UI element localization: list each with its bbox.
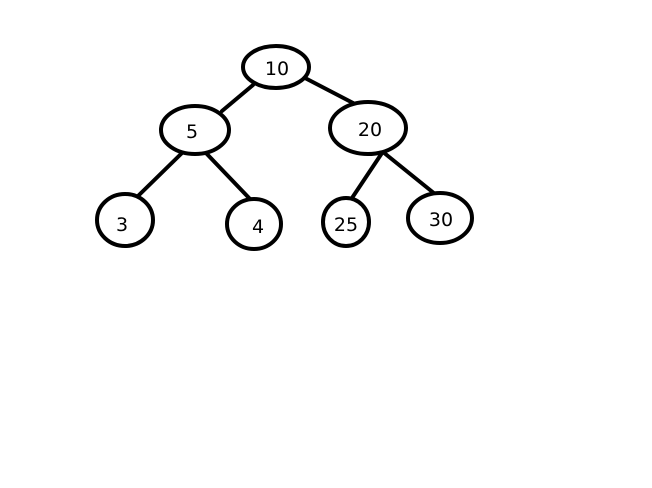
node-30-ellipse [406, 191, 474, 245]
node-20-ellipse [328, 100, 408, 156]
edge-20-25 [350, 151, 384, 200]
node-25-label: 25 [334, 214, 358, 236]
node-5: 5 [159, 104, 231, 156]
node-3: 3 [95, 192, 155, 248]
node-30-label: 30 [429, 209, 453, 231]
edge-5-3 [136, 150, 185, 198]
node-5-ellipse [159, 104, 231, 156]
node-20: 20 [328, 100, 408, 156]
node-20-label: 20 [358, 119, 382, 141]
node-10-label: 10 [265, 58, 289, 80]
node-30: 30 [406, 191, 474, 245]
node-10: 10 [241, 44, 311, 90]
edge-5-4 [203, 150, 252, 201]
node-4-label: 4 [252, 216, 264, 238]
node-10-ellipse [241, 44, 311, 90]
edge-10-5 [220, 83, 255, 113]
node-5-label: 5 [186, 121, 198, 143]
node-4: 4 [225, 197, 283, 251]
node-25: 25 [321, 196, 371, 248]
node-25-ellipse [321, 196, 371, 248]
edge-10-20 [303, 76, 357, 106]
node-3-label: 3 [116, 214, 128, 236]
edge-20-30 [381, 150, 437, 196]
node-4-ellipse [225, 197, 283, 251]
node-3-ellipse [95, 192, 155, 248]
